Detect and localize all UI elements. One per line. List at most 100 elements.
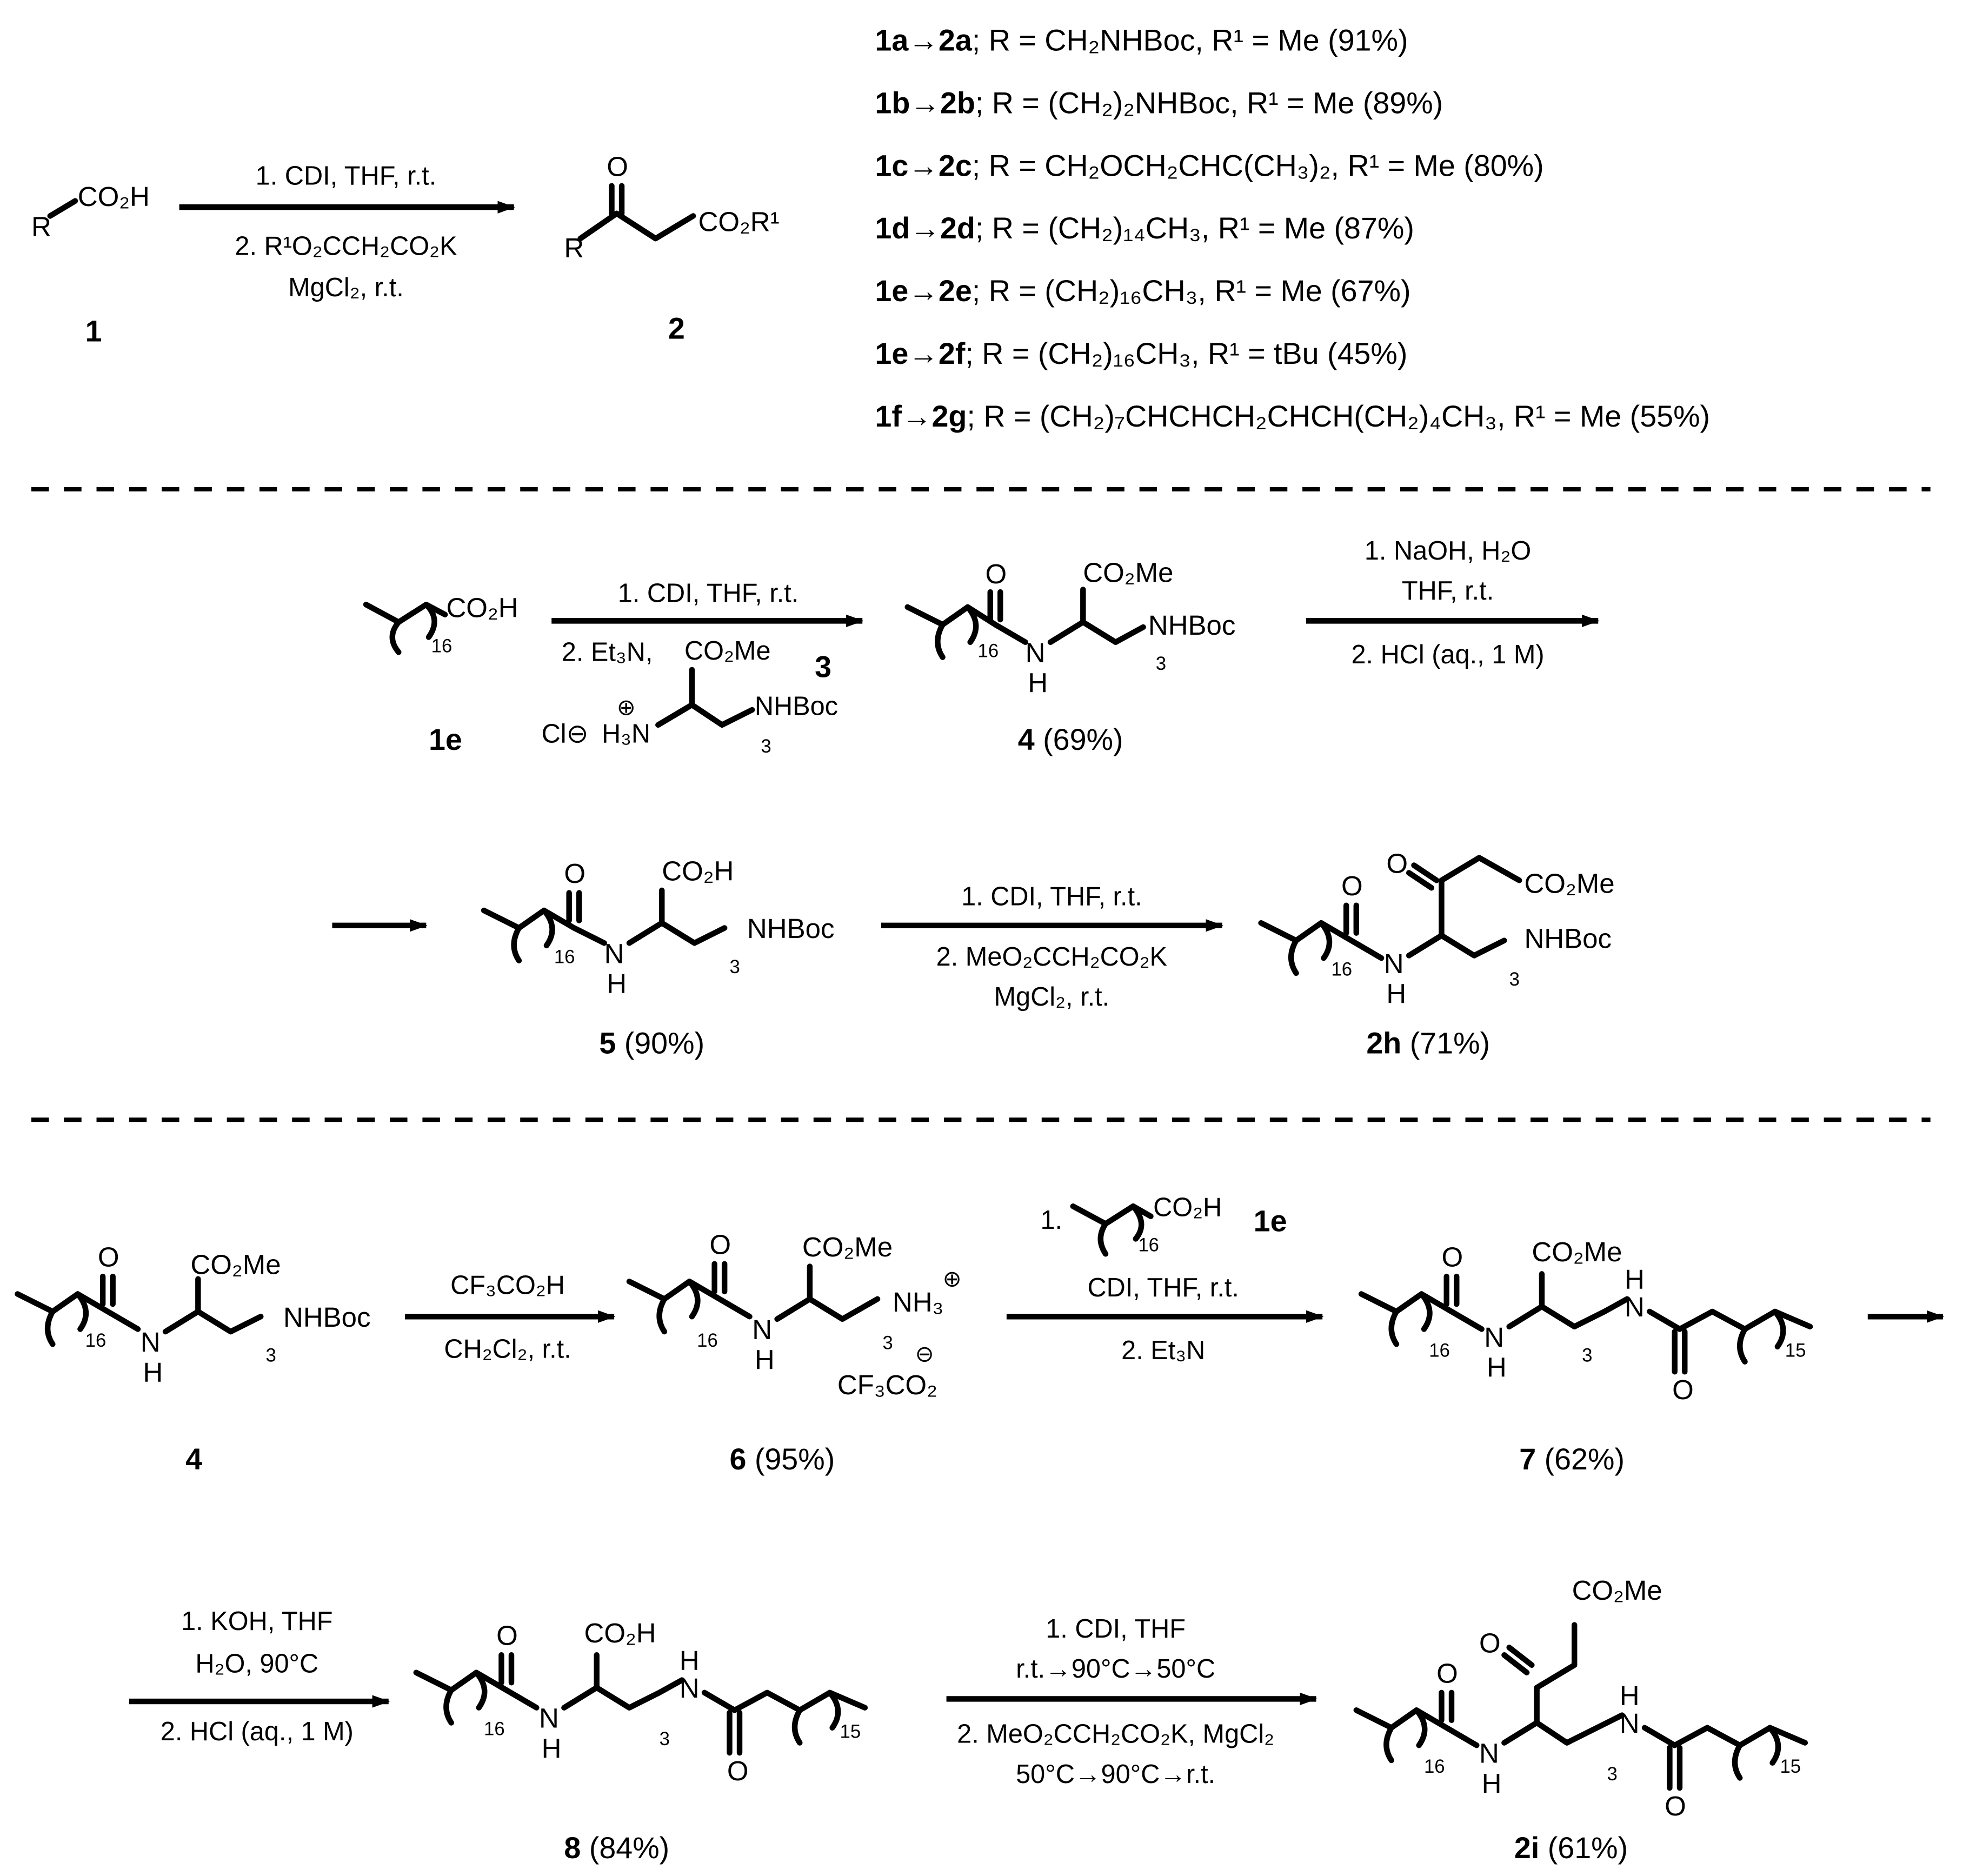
- compound-caption: 4 (69%): [1018, 723, 1123, 756]
- repeat-count: 15: [1780, 1757, 1801, 1777]
- nitrogen-label: N: [1620, 1708, 1640, 1739]
- list-item: 1a→2a; R = CH₂NHBoc, R¹ = Me (91%): [875, 23, 1408, 57]
- list-item: 1e→2e; R = (CH₂)₁₆CH₃, R¹ = Me (67%): [875, 274, 1410, 308]
- acid-group: CO₂H: [78, 181, 150, 212]
- ester-group: CO₂Me: [190, 1249, 281, 1280]
- oxygen-label: O: [1665, 1791, 1686, 1821]
- repeat-count: 16: [697, 1331, 718, 1351]
- list-item: 1d→2d; R = (CH₂)₁₄CH₃, R¹ = Me (87%): [875, 211, 1414, 245]
- oxygen-label: O: [1441, 1241, 1463, 1272]
- oxygen-label: O: [985, 558, 1007, 589]
- list-item: 1c→2c; R = CH₂OCH₂CHC(CH₃)₂, R¹ = Me (80…: [875, 149, 1543, 182]
- list-item: 1e→2f; R = (CH₂)₁₆CH₃, R¹ = tBu (45%): [875, 337, 1407, 370]
- oxygen-label: O: [496, 1620, 518, 1651]
- nitrogen-label: N: [1384, 948, 1404, 979]
- compound-label: 4: [185, 1442, 202, 1476]
- repeat-count: 15: [840, 1721, 861, 1742]
- oxygen-label: O: [1672, 1374, 1694, 1405]
- repeat-count: 16: [85, 1331, 107, 1351]
- condition-line: 2. MeO₂CCH₂CO₂K, MgCl₂: [957, 1720, 1274, 1749]
- condition-line: H₂O, 90°C: [195, 1649, 318, 1679]
- compound-1: R CO₂H 1: [31, 181, 150, 348]
- repeat-count: 3: [1607, 1764, 1618, 1785]
- oxygen-label: O: [727, 1755, 749, 1786]
- compound-caption: 5 (90%): [599, 1026, 704, 1060]
- hydrogen-label: H: [1028, 668, 1048, 698]
- condition-line: 2. R¹O₂CCH₂CO₂K: [235, 231, 457, 261]
- nitrogen-label: N: [1484, 1322, 1504, 1353]
- hydrogen-label: H: [607, 968, 627, 999]
- condition-line: 2. Et₃N,: [562, 638, 653, 667]
- reagent-1e-inline: 1. CO₂H 16 1e: [1040, 1193, 1287, 1257]
- repeat-count: 16: [484, 1719, 505, 1740]
- condition-line: 2. HCl (aq., 1 M): [1351, 640, 1544, 669]
- repeat-count: 3: [882, 1333, 893, 1354]
- amine-group: H₃N: [602, 719, 650, 748]
- condition-line: r.t.→90°C→50°C: [1016, 1654, 1215, 1684]
- part1-general-scheme: R CO₂H 1 1. CDI, THF, r.t. 2. R¹O₂CCH₂CO…: [31, 23, 1710, 433]
- acid-group: CO₂H: [1153, 1193, 1222, 1222]
- acid-group: CO₂H: [662, 855, 734, 886]
- counterion: Cl⊖: [542, 719, 589, 748]
- compound-caption: 8 (84%): [564, 1831, 669, 1865]
- condition-line: 1.: [1040, 1206, 1062, 1235]
- compound-5: O 16 N H CO₂H NHBoc 3 5 (90%): [481, 855, 835, 1060]
- list-item: 1f→2g; R = (CH₂)₇CHCHCH₂CHCH(CH₂)₄CH₃, R…: [875, 400, 1710, 433]
- nitrogen-label: N: [604, 938, 624, 969]
- repeat-count: 16: [1429, 1340, 1450, 1361]
- nitrogen-label: N: [752, 1314, 772, 1345]
- compound-caption: 7 (62%): [1519, 1442, 1625, 1476]
- hydrogen-label: H: [1625, 1264, 1645, 1295]
- repeat-count: 16: [1331, 960, 1352, 980]
- nitrogen-label: N: [539, 1703, 559, 1734]
- repeat-count: 16: [554, 947, 575, 967]
- acid-group: CO₂H: [584, 1618, 656, 1648]
- ester-group: CO₂Me: [1532, 1236, 1622, 1267]
- list-item: 1b→2b; R = (CH₂)₂NHBoc, R¹ = Me (89%): [875, 86, 1443, 119]
- compound-1e: CO₂H 16 1e: [363, 592, 518, 756]
- hydrogen-label: H: [1482, 1768, 1502, 1799]
- repeat-count: 3: [266, 1346, 276, 1366]
- ester-group: CO₂R¹: [698, 206, 779, 237]
- nitrogen-label: N: [1479, 1738, 1499, 1769]
- condition-line: 2. Et₃N: [1121, 1336, 1205, 1365]
- nhboc-group: NHBoc: [755, 691, 838, 721]
- compound-label: 2: [668, 312, 685, 345]
- ester-group: CO₂Me: [1572, 1575, 1662, 1606]
- charge: ⊖: [915, 1341, 934, 1367]
- compound-label: 1e: [429, 723, 462, 756]
- condition-line: 50°C→90°C→r.t.: [1016, 1760, 1215, 1789]
- repeat-count: 3: [729, 957, 740, 977]
- hydrogen-label: H: [542, 1733, 562, 1764]
- hydrogen-label: H: [1487, 1352, 1507, 1383]
- oxygen-label: O: [1479, 1628, 1501, 1659]
- ester-group: CO₂Me: [1083, 557, 1173, 588]
- reagent-label: 1e: [1254, 1205, 1287, 1238]
- repeat-count: 3: [761, 736, 771, 757]
- repeat-count: 3: [1156, 654, 1166, 674]
- compound-caption: 2h (71%): [1366, 1026, 1490, 1060]
- nhboc-group: NHBoc: [283, 1302, 371, 1333]
- condition-line: 1. NaOH, H₂O: [1365, 536, 1531, 566]
- reagent-3: CO₂Me 3 Cl⊖ H₃N ⊕ NHBoc 3: [542, 636, 838, 757]
- condition-line: 1. CDI, THF, r.t.: [256, 161, 437, 190]
- compound-caption: 6 (95%): [729, 1442, 835, 1476]
- compound-2i: O 16 N H O CO₂Me 3 N H O 15 2i (61%): [1353, 1575, 1808, 1865]
- nhboc-group: NHBoc: [747, 913, 835, 944]
- repeat-count: 15: [1785, 1340, 1806, 1361]
- condition-line: THF, r.t.: [1402, 576, 1494, 606]
- nhboc-group: NHBoc: [1148, 610, 1236, 641]
- condition-line: 1. CDI, THF: [1046, 1614, 1186, 1644]
- repeat-count: 16: [1424, 1757, 1445, 1777]
- oxygen-label: O: [607, 151, 628, 182]
- hydrogen-label: H: [143, 1357, 163, 1388]
- oxygen-label: O: [564, 858, 585, 889]
- hydrogen-label: H: [680, 1645, 700, 1676]
- oxygen-label: O: [98, 1241, 119, 1272]
- compound-4-start: O 16 N H CO₂Me NHBoc 3 4: [15, 1241, 371, 1476]
- hydrogen-label: H: [755, 1345, 775, 1375]
- oxygen-label: O: [709, 1229, 731, 1260]
- part3-scheme: O 16 N H CO₂Me NHBoc 3 4 CF₃CO₂H CH₂Cl₂,…: [15, 1193, 1945, 1865]
- condition-line: 1. KOH, THF: [181, 1607, 332, 1636]
